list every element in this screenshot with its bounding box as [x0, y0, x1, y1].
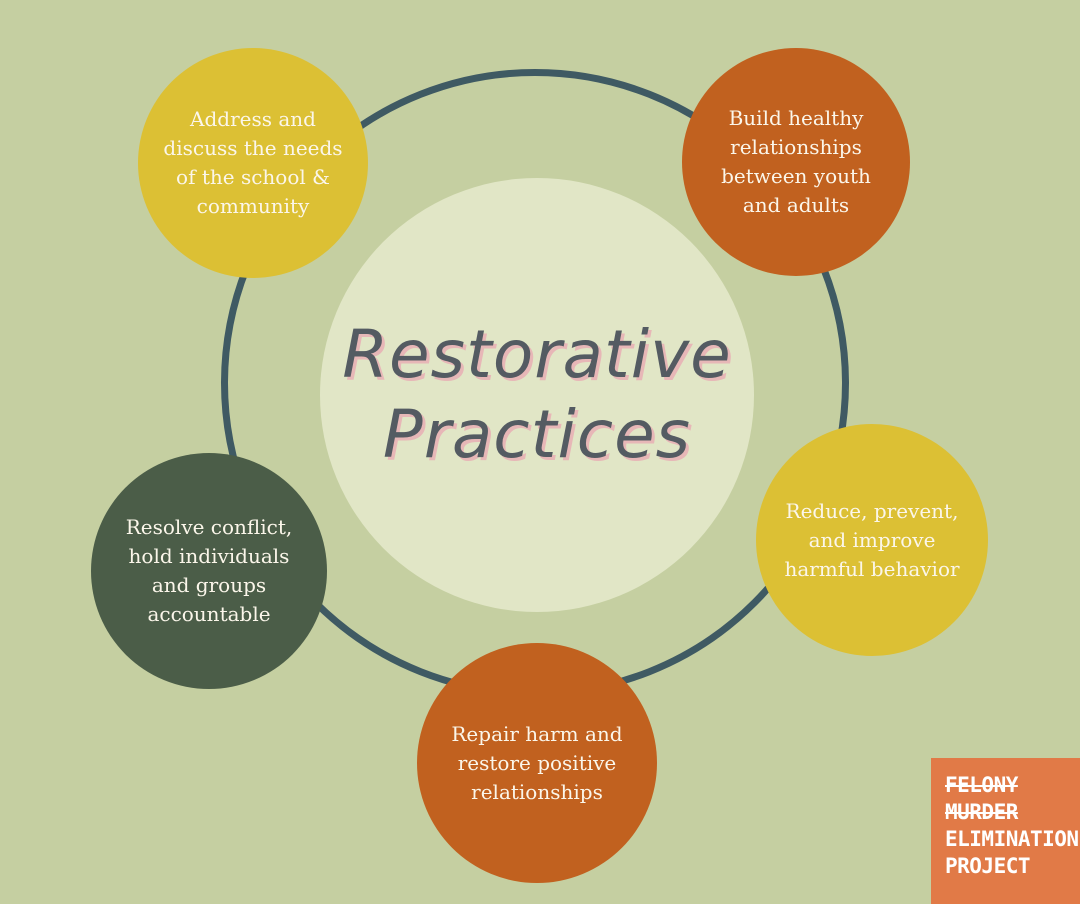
node-repair-harm: Repair harm and restore positive relatio… — [417, 643, 657, 883]
center-title-line1: Restorative — [342, 316, 732, 393]
node-label: Repair harm and restore positive relatio… — [451, 721, 623, 804]
felony-murder-elimination-project-logo: FELONY MURDER ELIMINATION PROJECT — [931, 758, 1080, 904]
node-label: Address and discuss the needs of the sch… — [163, 107, 343, 218]
node-address-needs: Address and discuss the needs of the sch… — [138, 48, 368, 278]
logo-line-project: PROJECT — [945, 854, 1031, 878]
node-build-relationships: Build healthy relationships between yout… — [682, 48, 910, 276]
node-reduce-harm: Reduce, prevent, and improve harmful beh… — [756, 424, 988, 656]
node-label: Reduce, prevent, and improve harmful beh… — [784, 498, 960, 581]
node-resolve-conflict: Resolve conflict, hold individuals and g… — [91, 453, 327, 689]
logo-line-murder: MURDER — [945, 800, 1018, 824]
center-circle: Restorative Practices — [320, 178, 754, 612]
logo-line-felony: FELONY — [945, 773, 1018, 797]
logo-line-elimination: ELIMINATION — [945, 827, 1079, 851]
center-title-line2: Practices — [382, 396, 692, 473]
node-label: Build healthy relationships between yout… — [721, 106, 871, 217]
node-label: Resolve conflict, hold individuals and g… — [125, 515, 293, 626]
